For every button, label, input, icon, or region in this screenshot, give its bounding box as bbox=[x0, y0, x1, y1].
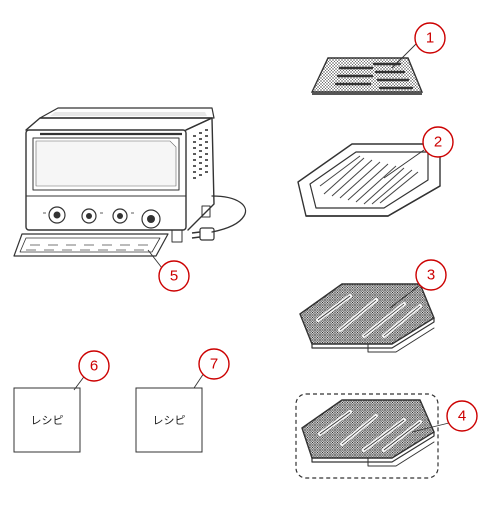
callout-number: 1 bbox=[426, 30, 434, 47]
mesh-tray bbox=[299, 283, 435, 353]
callout-number: 6 bbox=[90, 358, 98, 375]
recipe-book-label: レシピ bbox=[31, 414, 64, 427]
toaster-oven bbox=[13, 107, 247, 257]
recipe-book-1: レシピ bbox=[13, 387, 81, 453]
mesh-tray-optional bbox=[295, 393, 439, 479]
crumb-tray-drawing bbox=[13, 233, 169, 257]
baking-tray bbox=[297, 143, 441, 217]
wire-rack bbox=[310, 57, 424, 95]
callout-4: 4 bbox=[446, 400, 478, 432]
optional-dashed-frame bbox=[295, 393, 439, 479]
callout-5: 5 bbox=[158, 260, 190, 292]
callout-6: 6 bbox=[78, 350, 110, 382]
callout-2: 2 bbox=[422, 126, 454, 158]
callout-number: 7 bbox=[210, 356, 218, 373]
callout-number: 3 bbox=[427, 267, 435, 284]
callout-number: 5 bbox=[170, 268, 178, 285]
recipe-book-label: レシピ bbox=[153, 414, 186, 427]
callout-1: 1 bbox=[414, 22, 446, 54]
recipe-book-2: レシピ bbox=[135, 387, 203, 453]
callout-3: 3 bbox=[415, 259, 447, 291]
callout-7: 7 bbox=[198, 348, 230, 380]
oven-knobs bbox=[43, 206, 161, 229]
callout-number: 2 bbox=[434, 134, 442, 151]
callout-number: 4 bbox=[458, 408, 466, 425]
power-plug bbox=[191, 227, 215, 241]
